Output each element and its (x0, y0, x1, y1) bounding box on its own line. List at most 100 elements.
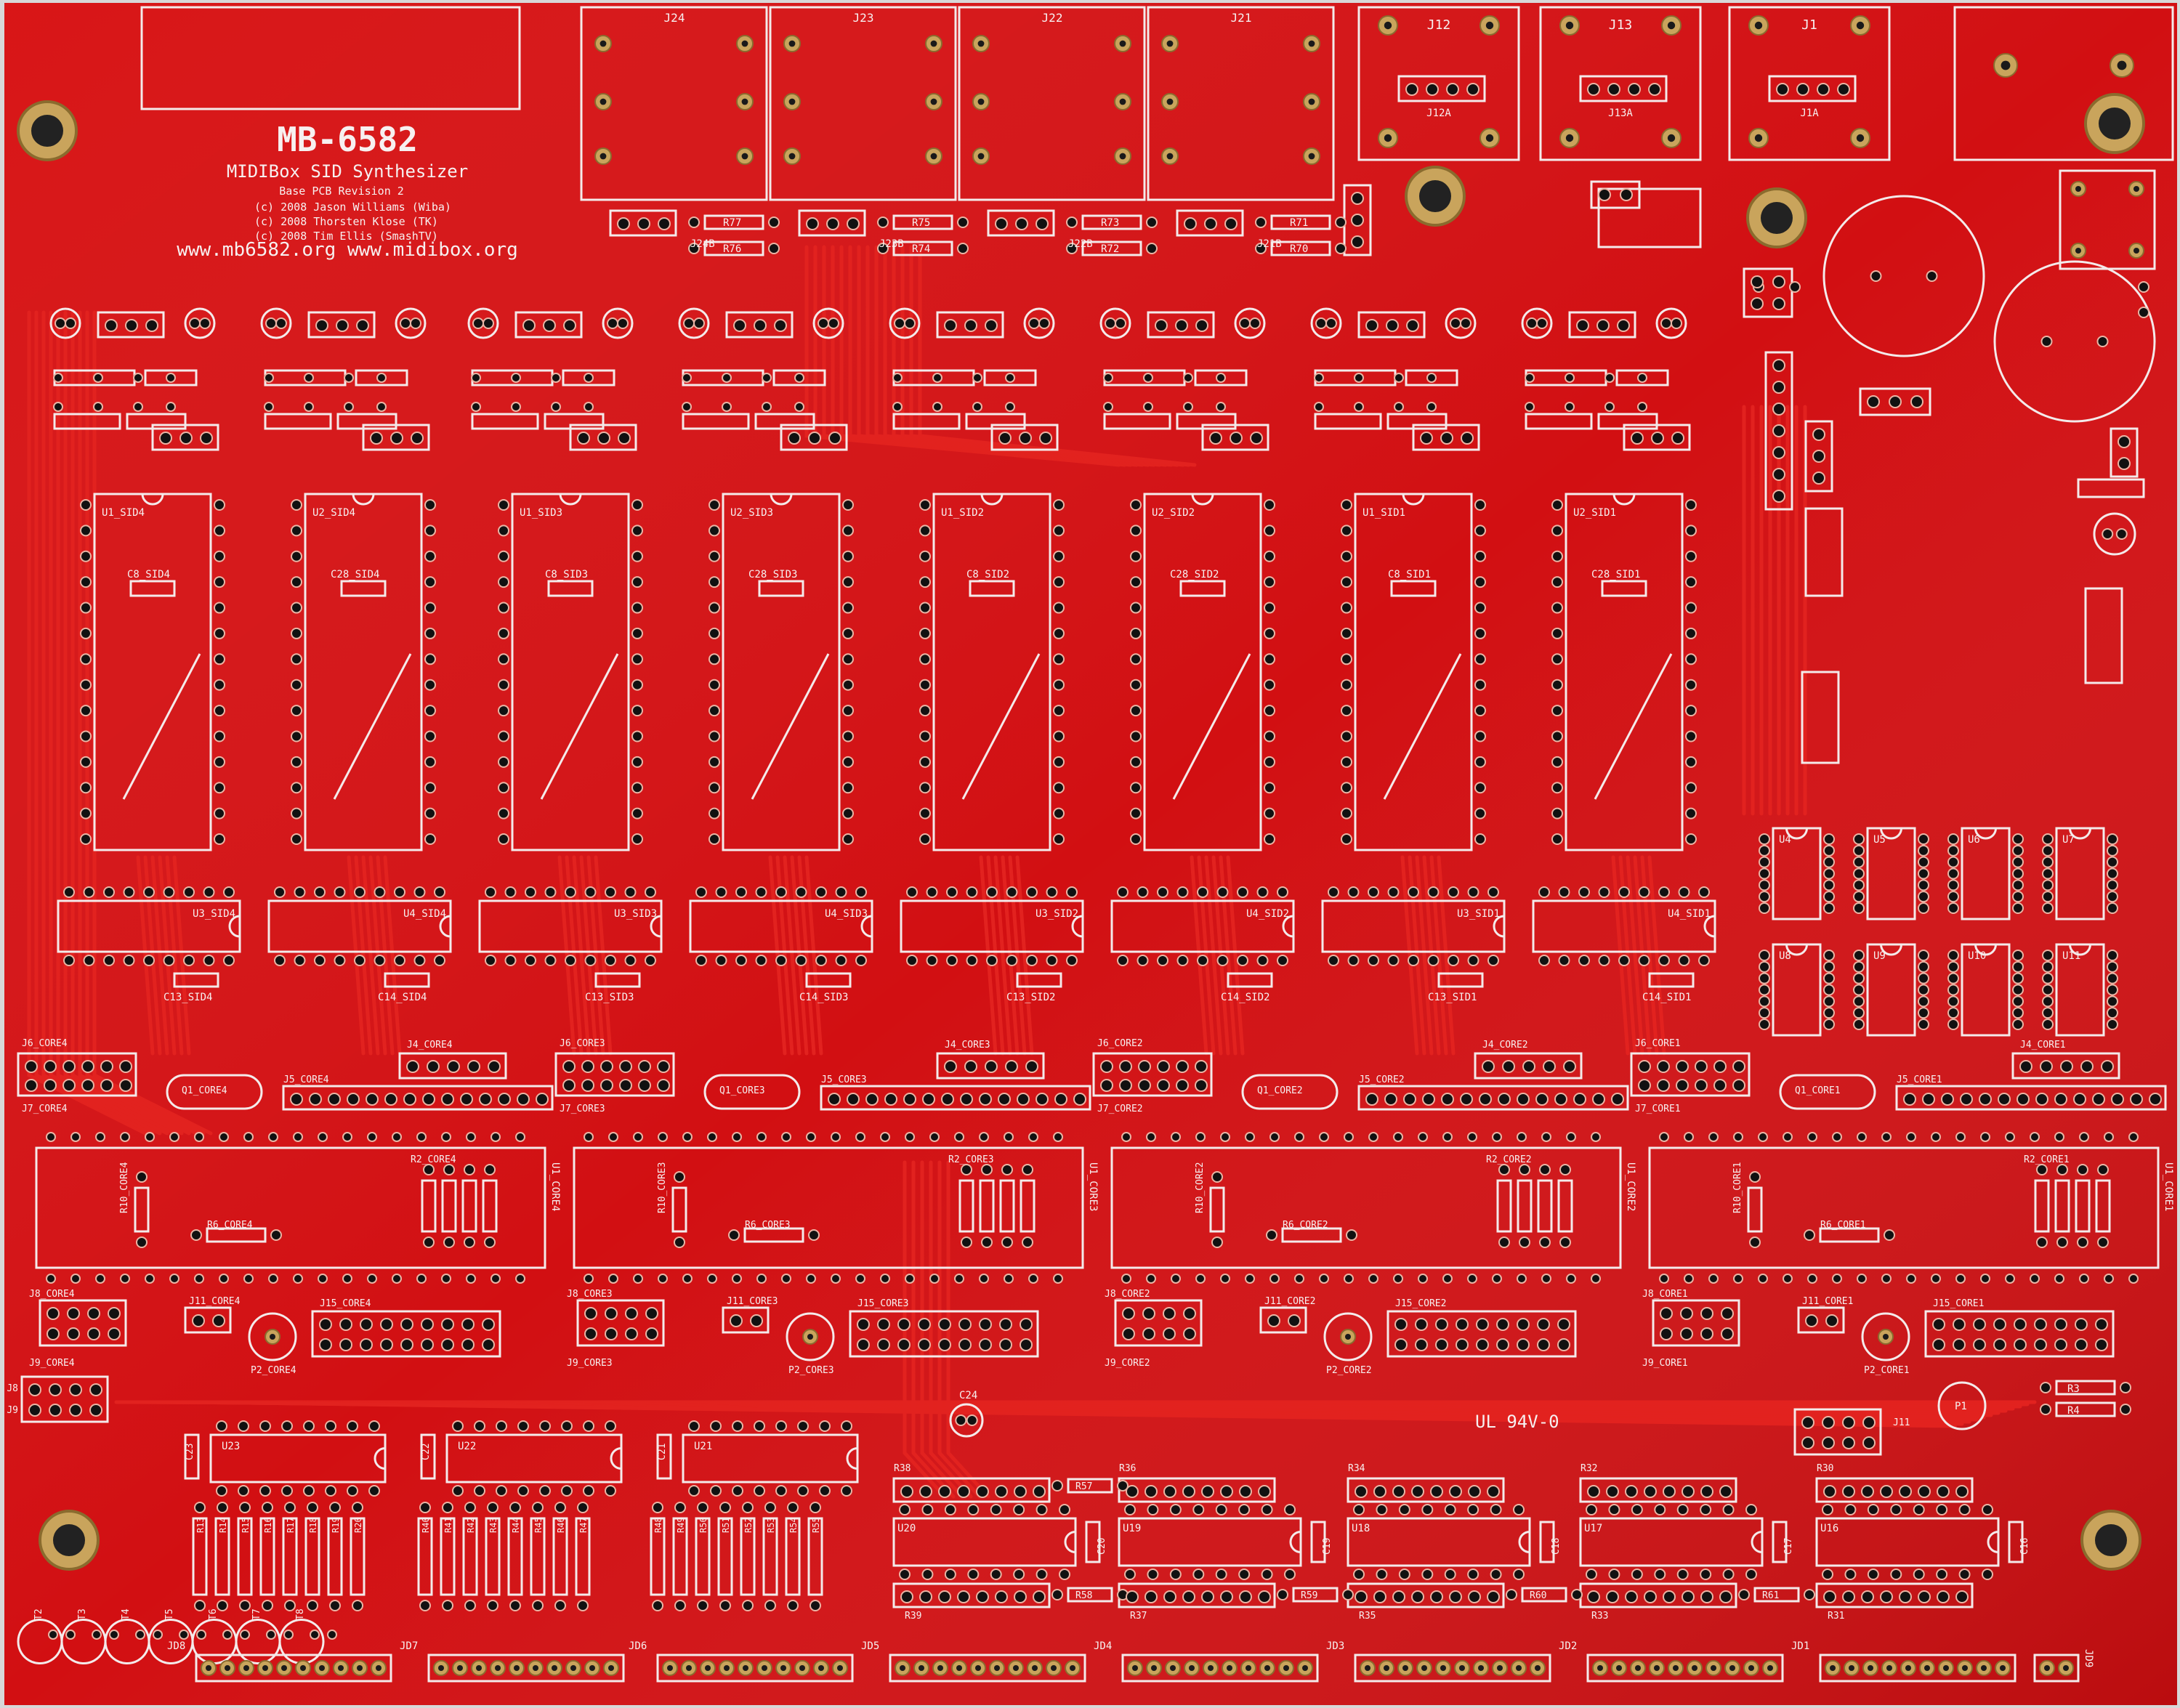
through-hole (452, 1485, 464, 1497)
through-hole (1685, 833, 1697, 845)
pad-drill (1883, 1334, 1889, 1340)
through-hole (1344, 1274, 1354, 1284)
through-hole (708, 679, 720, 691)
through-hole (525, 886, 536, 898)
resistor-outline (2054, 1179, 2070, 1233)
bottom-header-outline (1819, 1654, 2016, 1683)
through-hole (183, 886, 195, 898)
through-hole (1536, 317, 1548, 329)
through-hole (633, 1132, 643, 1142)
through-hole (1387, 955, 1400, 966)
through-hole (1604, 373, 1615, 383)
through-hole (1230, 432, 1243, 445)
through-hole (1685, 653, 1697, 665)
through-hole (906, 955, 918, 966)
through-hole (808, 432, 821, 445)
through-hole (1004, 1274, 1014, 1284)
audio-jack-outline (580, 6, 768, 201)
through-hole (511, 373, 521, 383)
pad-drill (818, 1665, 824, 1671)
through-hole (1209, 432, 1222, 445)
sid-cap-label: C28_SID3 (748, 569, 797, 580)
through-hole (966, 955, 978, 966)
through-hole (1373, 1590, 1386, 1603)
through-hole (2035, 1093, 2048, 1106)
through-hole (1502, 1060, 1515, 1073)
through-hole (281, 1420, 293, 1432)
through-hole (471, 402, 481, 412)
through-hole (1700, 1590, 1713, 1603)
through-hole (944, 1060, 957, 1073)
through-hole (1393, 1274, 1403, 1284)
through-hole (400, 1338, 413, 1351)
through-hole (334, 955, 346, 966)
through-hole (1294, 1132, 1304, 1142)
resistor-label: R13 (195, 1517, 206, 1533)
through-hole (1461, 432, 1474, 445)
through-hole (441, 1318, 454, 1331)
through-hole (762, 373, 772, 383)
through-hole (932, 373, 942, 383)
through-hole (329, 1600, 341, 1611)
pad-drill (956, 1665, 962, 1671)
through-hole (203, 955, 215, 966)
through-hole (1759, 833, 1770, 845)
through-hole (1517, 1318, 1530, 1331)
through-hole (979, 1132, 989, 1142)
through-hole (403, 1093, 416, 1106)
resistor-outline (1103, 413, 1171, 430)
through-hole (243, 1132, 254, 1142)
ic-notch (2069, 944, 2091, 956)
through-hole (2107, 844, 2118, 857)
driver-chip-outline (1347, 1517, 1531, 1567)
through-hole (498, 499, 509, 511)
driver-label: R31 (1828, 1611, 1844, 1622)
through-hole (561, 1485, 573, 1497)
core-label: P2_CORE2 (1326, 1365, 1372, 1376)
through-hole (1937, 1590, 1950, 1603)
regulator-outline (97, 311, 165, 339)
through-hole (1328, 886, 1339, 898)
pad-drill (977, 98, 985, 105)
through-hole (1474, 576, 1486, 588)
through-hole (1823, 960, 1835, 973)
through-hole (1678, 955, 1690, 966)
through-hole (194, 1600, 206, 1611)
through-hole (214, 576, 225, 588)
through-hole (1551, 602, 1563, 614)
through-hole (1038, 317, 1050, 329)
resistor-outline (2034, 1179, 2050, 1233)
through-hole (239, 1600, 251, 1611)
through-hole (683, 317, 695, 329)
through-hole (1261, 1569, 1273, 1580)
bottom-header-outline (656, 1654, 854, 1683)
through-hole (625, 1307, 638, 1320)
driver-label: R39 (905, 1611, 921, 1622)
through-hole (2040, 1404, 2051, 1415)
resistor-outline (892, 214, 953, 230)
through-hole (196, 1630, 206, 1640)
through-hole (1201, 1590, 1214, 1603)
through-hole (1867, 395, 1880, 408)
through-hole (1456, 1338, 1469, 1351)
resistor-label: R53 (766, 1517, 776, 1533)
through-hole (1341, 525, 1352, 537)
sid-chip-outline (1354, 493, 1473, 851)
resistor-outline (671, 1186, 687, 1233)
through-hole (2149, 1093, 2162, 1106)
through-hole (536, 1093, 549, 1106)
through-hole (1519, 1164, 1530, 1175)
through-hole (708, 833, 720, 845)
cap-label: C13_SID2 (1006, 992, 1055, 1003)
through-hole (788, 432, 801, 445)
through-hole (1351, 192, 1364, 205)
through-hole (584, 373, 594, 383)
through-hole (1053, 653, 1065, 665)
through-hole (1147, 1504, 1159, 1515)
through-hole (1427, 886, 1440, 898)
through-hole (938, 1318, 951, 1331)
through-hole (1238, 1504, 1251, 1515)
through-hole (1551, 679, 1563, 691)
through-hole (674, 1171, 685, 1183)
bottom-header-label: JD7 (400, 1640, 418, 1652)
